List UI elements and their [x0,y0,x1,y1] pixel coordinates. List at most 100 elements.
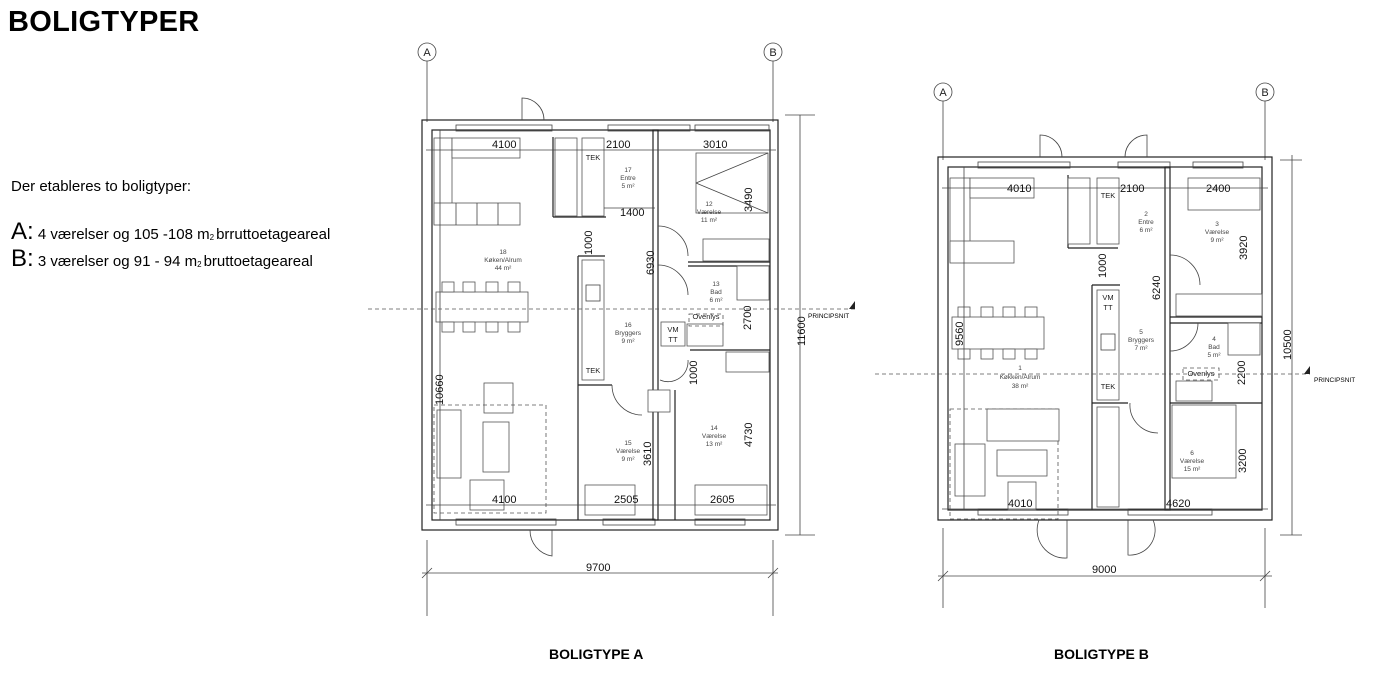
tek-cabinet [581,137,605,217]
sofa [986,408,1060,442]
svg-text:5: 5 [1139,329,1143,336]
svg-text:5 m²: 5 m² [622,183,636,190]
svg-text:Bryggers: Bryggers [615,330,642,337]
dim-label: 4100 [492,494,516,506]
svg-text:16: 16 [624,322,632,329]
rug [949,408,1059,520]
svg-text:Køkken/Alrum: Køkken/Alrum [1000,374,1041,381]
tt-label: TT [1103,303,1113,312]
dim-label: 2505 [614,494,638,506]
grid-label-b: B [1261,87,1268,99]
svg-text:Bad: Bad [1208,344,1220,351]
window [602,518,656,526]
svg-text:44 m²: 44 m² [495,265,512,272]
type-a-rest: brruttoetageareal [216,226,331,243]
coffee-table [996,449,1048,477]
type-b-rest: bruttoetageareal [203,253,313,270]
dim-label: 6240 [1151,276,1163,300]
grid-label-a: A [423,47,431,59]
svg-text:15: 15 [624,440,632,447]
utility-counter [581,259,605,381]
window [977,161,1071,169]
dim-label: 3010 [703,139,727,151]
dim-total-width: 9000 [1092,564,1116,576]
svg-text:4: 4 [1212,336,1216,343]
wardrobe [1175,293,1263,317]
dim-label: 4010 [1008,498,1032,510]
svg-text:12: 12 [705,201,713,208]
outer-wall [421,119,779,531]
dining-table [951,316,1045,350]
shower [1227,322,1261,356]
svg-text:7 m²: 7 m² [1135,345,1149,352]
plan-a-caption: BOLIGTYPE A [549,646,644,662]
dim-label: 2100 [1120,183,1144,195]
cabinet [554,137,578,217]
dim-label: 1000 [1097,254,1109,278]
section-label: PRINCIPSNIT [1314,377,1355,384]
wardrobe [1096,406,1120,508]
svg-text:11 m²: 11 m² [701,217,718,224]
bed [1187,177,1261,211]
sink [1175,380,1213,402]
garden-door [1036,519,1068,559]
type-a-text: 4 værelser og 105 -108 m [37,226,210,243]
svg-text:17: 17 [624,167,632,174]
svg-text:13 m²: 13 m² [706,441,723,448]
dim-label: 2100 [606,139,630,151]
utility-counter [1096,289,1120,401]
bed [694,484,768,516]
window [455,124,553,132]
cabinet [1067,177,1091,245]
dim-label: 2605 [710,494,734,506]
tt-label: TT [668,335,678,344]
type-a-letter: A: [11,218,34,245]
type-b-sub: 2 [197,260,202,269]
tek-cabinet [1096,177,1120,245]
dim-label: 2700 [742,306,754,330]
skylight-label: Ovenlys [692,312,719,321]
dim-total-height: 10500 [1282,329,1294,360]
window [1117,161,1171,169]
grid-label-a: A [939,87,947,99]
washing-machine [660,321,686,347]
entry-door [1039,134,1063,158]
garden-door [529,529,553,557]
dim-label: 1000 [688,361,700,385]
svg-text:5 m²: 5 m² [1208,352,1222,359]
window [607,124,691,132]
svg-text:9 m²: 9 m² [1211,237,1225,244]
dining-table [435,291,529,323]
vm-label: VM [667,325,678,334]
bed [1171,404,1237,479]
sofa [436,409,462,479]
vm-label: VM [1102,293,1113,302]
grid-label-b: B [769,47,776,59]
svg-text:Bryggers: Bryggers [1128,337,1155,344]
dim-label: 2200 [1236,361,1248,385]
svg-text:9 m²: 9 m² [622,456,636,463]
tek-label: TEK [586,366,601,375]
svg-text:13: 13 [712,281,720,288]
dim-label: 9560 [954,322,966,346]
dim-label: 3920 [1238,236,1250,260]
dim-label: 4730 [743,423,755,447]
dim-label: 3200 [1237,449,1249,473]
coffee-table [482,421,510,473]
dim-label: 6930 [645,251,657,275]
svg-text:14: 14 [710,425,718,432]
svg-text:6: 6 [1190,450,1194,457]
wardrobe [702,238,770,262]
dim-total-height: 11600 [796,316,808,346]
window [455,518,557,526]
window [1192,161,1244,169]
